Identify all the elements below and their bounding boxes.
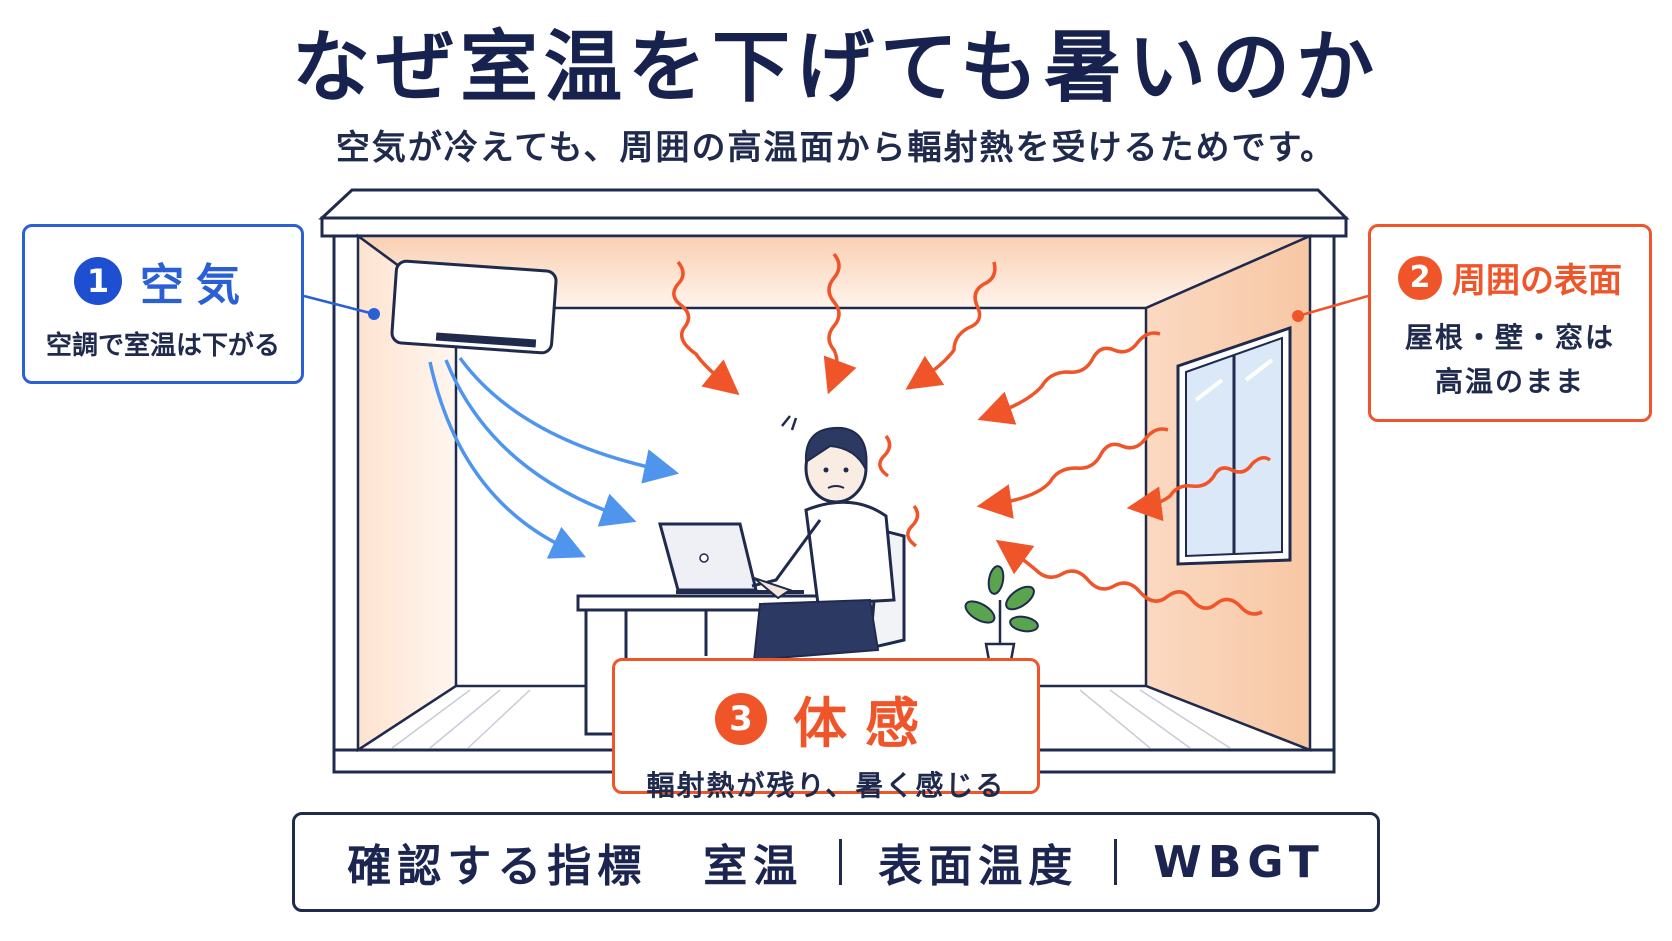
- metric-surface-temperature: 表面温度: [878, 841, 1079, 892]
- callout-sensation-heading: 体感: [793, 692, 937, 755]
- callout-number-1: 1: [74, 257, 122, 305]
- metrics-label: 確認する指標: [347, 841, 648, 892]
- callout-sensation: 3 体感 輻射熱が残り、暑く感じる: [612, 658, 1040, 802]
- metrics-box: 確認する指標 室温 表面温度 WBGT: [292, 812, 1380, 912]
- metrics-divider: [1114, 839, 1118, 885]
- laptop-icon: [658, 522, 804, 594]
- callout-surfaces-body-line-1: 屋根・壁・窓は: [1404, 321, 1615, 354]
- person-icon: [750, 415, 906, 681]
- window-icon: [1176, 325, 1292, 566]
- metric-wbgt: WBGT: [1153, 836, 1325, 888]
- callout-number-3: 3: [715, 692, 767, 745]
- callout-surfaces-heading: 周囲の表面: [1452, 261, 1622, 301]
- callout-air-heading: 空気: [140, 260, 252, 311]
- cool-airflow-icon: [428, 356, 680, 559]
- metrics-divider: [839, 839, 843, 885]
- page-title: なぜ室温を下げても暑いのか: [291, 23, 1381, 113]
- callout-sensation-body: 輻射熱が残り、暑く感じる: [646, 769, 1006, 802]
- callout-surfaces-body-line-2: 高温のまま: [1434, 365, 1585, 398]
- callout-surfaces: 2 周囲の表面 屋根・壁・窓は 高温のまま: [1368, 224, 1652, 422]
- air-conditioner-icon: [390, 259, 558, 355]
- callout-air-body: 空調で室温は下がる: [45, 331, 280, 361]
- room-roof: [318, 188, 1350, 238]
- heat-wave-icon: [672, 252, 1272, 616]
- page-subtitle: 空気が冷えても、周囲の高温面から輻射熱を受けるためです。: [335, 128, 1337, 168]
- callout-leaders: [303, 294, 1369, 322]
- callout-air: 1 空気 空調で室温は下がる: [22, 224, 304, 384]
- callout-number-2: 2: [1398, 255, 1442, 300]
- metric-room-temperature: 室温: [703, 841, 804, 892]
